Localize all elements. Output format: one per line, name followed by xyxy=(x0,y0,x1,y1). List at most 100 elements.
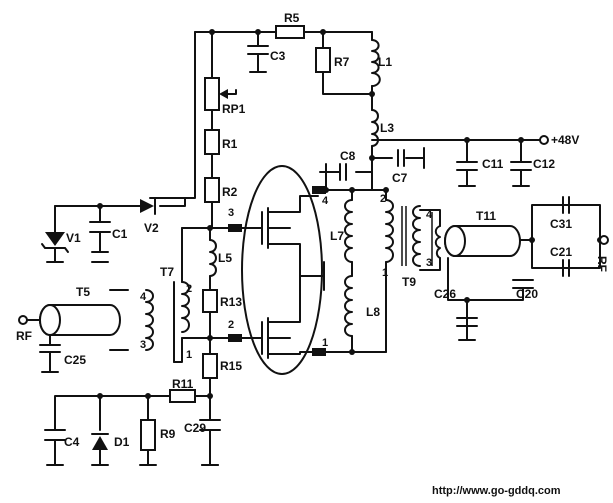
label-v2: V2 xyxy=(144,221,159,235)
dual-mosfet xyxy=(228,165,326,375)
c8-plates xyxy=(339,163,347,181)
pin-t7-bot: 1 xyxy=(186,349,192,361)
pin-q-gate-bot: 2 xyxy=(228,319,234,331)
label-t7: T7 xyxy=(160,265,174,279)
resistors xyxy=(140,25,331,451)
label-l8: L8 xyxy=(366,305,380,319)
label-c25: C25 xyxy=(64,353,86,367)
label-c4: C4 xyxy=(64,435,80,449)
port-labels: +48V RF RF xyxy=(16,133,609,343)
d1-diode xyxy=(92,436,108,450)
inductors xyxy=(145,39,441,363)
c26-plates xyxy=(456,317,478,341)
r7-body xyxy=(315,47,331,73)
label-r2: R2 xyxy=(222,185,238,199)
supply-label: +48V xyxy=(551,133,579,147)
ports xyxy=(18,135,609,325)
pin-t11-bot: 3 xyxy=(426,257,432,269)
label-t9: T9 xyxy=(402,275,416,289)
pin-q-drain-bot: 1 xyxy=(322,337,328,349)
label-c26: C26 xyxy=(434,287,456,301)
v1-zener xyxy=(45,232,65,246)
rp1-body xyxy=(204,77,220,111)
rf-in-port xyxy=(18,315,28,325)
label-l7: L7 xyxy=(330,229,344,243)
r2-body xyxy=(204,177,220,203)
pin-t5-top: 4 xyxy=(140,291,147,303)
rf-out-port xyxy=(599,235,609,245)
c31-plates xyxy=(562,196,570,214)
c11-plates xyxy=(456,161,478,187)
mosfet-bottom xyxy=(239,289,319,359)
label-r11: R11 xyxy=(172,377,194,391)
mosfet-envelope xyxy=(241,165,323,375)
supply-port xyxy=(539,135,549,145)
t7-coil xyxy=(181,281,190,333)
label-r15: R15 xyxy=(220,359,242,373)
label-t5: T5 xyxy=(76,285,90,299)
t5-coax-end xyxy=(39,304,61,336)
c21-plates xyxy=(562,259,570,277)
pin-t11-top: 4 xyxy=(426,209,433,221)
r1-body xyxy=(204,129,220,155)
t9-primary xyxy=(385,199,394,263)
r15-body xyxy=(202,353,218,379)
pin-t5-bot: 3 xyxy=(140,339,146,351)
l1-coil xyxy=(371,39,381,87)
label-rp1: RP1 xyxy=(222,102,246,116)
pin-labels: 3 4 2 1 2 1 4 3 2 1 4 3 xyxy=(140,193,433,361)
label-r7: R7 xyxy=(334,55,350,69)
watermark: http://www.go-gddq.com xyxy=(432,485,561,497)
label-r1: R1 xyxy=(222,137,238,151)
c25-plates xyxy=(39,344,61,373)
capacitors xyxy=(39,45,570,466)
r11-body xyxy=(169,389,196,403)
baluns xyxy=(39,225,521,336)
c7-plates xyxy=(397,149,405,167)
label-c31: C31 xyxy=(550,217,572,231)
mosfet-top xyxy=(239,195,319,263)
l5-coil xyxy=(209,239,217,277)
label-c7: C7 xyxy=(392,171,408,185)
r9-body xyxy=(140,419,156,451)
mosfet-source xyxy=(299,261,325,291)
diodes xyxy=(41,197,156,450)
v2-diode xyxy=(140,199,154,213)
label-c8: C8 xyxy=(340,149,356,163)
l8-coil xyxy=(344,275,353,337)
t11-coax-end xyxy=(444,225,466,257)
label-l1: L1 xyxy=(378,55,392,69)
c1-plates xyxy=(89,221,111,253)
component-labels: R5 C3 R7 L1 RP1 R1 L3 R2 C8 C7 C11 C12 V… xyxy=(64,11,572,449)
label-r9: R9 xyxy=(160,427,176,441)
label-r5: R5 xyxy=(284,11,300,25)
pin-t9-bot: 1 xyxy=(382,267,388,279)
label-c12: C12 xyxy=(533,157,555,171)
label-c21: C21 xyxy=(550,245,572,259)
t9-core xyxy=(401,206,407,266)
label-c1: C1 xyxy=(112,227,128,241)
l3-coil xyxy=(371,109,379,147)
label-c29: C29 xyxy=(184,421,206,435)
t11-primary xyxy=(434,225,441,259)
pin-q-drain-top: 4 xyxy=(322,195,329,207)
c20-plates xyxy=(512,279,534,289)
c3-plates xyxy=(247,45,269,73)
label-c11: C11 xyxy=(482,157,504,171)
ground-marks xyxy=(46,261,219,466)
rf-in-label: RF xyxy=(16,329,32,343)
r5-body xyxy=(275,25,305,39)
t9-secondary xyxy=(412,205,421,267)
label-t11: T11 xyxy=(476,209,496,223)
r13-body xyxy=(202,289,218,313)
c12-plates xyxy=(510,161,532,187)
rf-out-label: RF xyxy=(595,256,609,272)
c4-plates xyxy=(44,429,66,466)
pin-t9-top: 2 xyxy=(380,193,386,205)
label-d1: D1 xyxy=(114,435,130,449)
label-l3: L3 xyxy=(380,121,394,135)
label-r13: R13 xyxy=(220,295,242,309)
v1-bar xyxy=(41,243,69,253)
label-c20: C20 xyxy=(516,287,538,301)
